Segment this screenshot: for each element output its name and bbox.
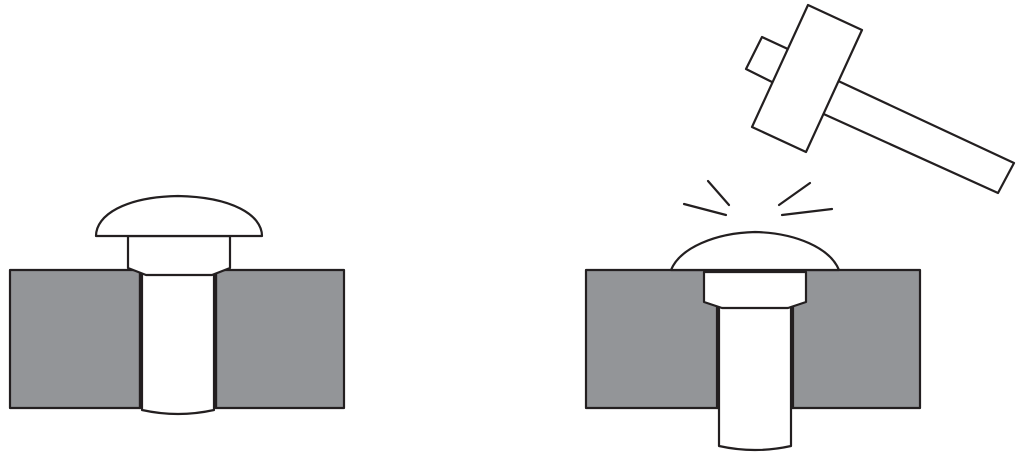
right-rivet-flattened-head (669, 230, 841, 272)
hammer-icon (744, 3, 1016, 195)
left-rivet-shank (140, 268, 216, 416)
right-rivet-neck (702, 270, 808, 310)
panel-before-hammering (8, 194, 346, 416)
panel-after-hammering (584, 3, 1016, 452)
impact-lines-icon (682, 179, 834, 217)
hammer-handle (815, 77, 1016, 195)
hammer-head (750, 3, 864, 154)
left-rivet-neck (126, 234, 232, 277)
left-rivet-dome-head (94, 194, 264, 238)
left-plate-left-half (8, 268, 142, 410)
left-plate-right-half (214, 268, 346, 410)
right-rivet-shank (717, 298, 793, 452)
